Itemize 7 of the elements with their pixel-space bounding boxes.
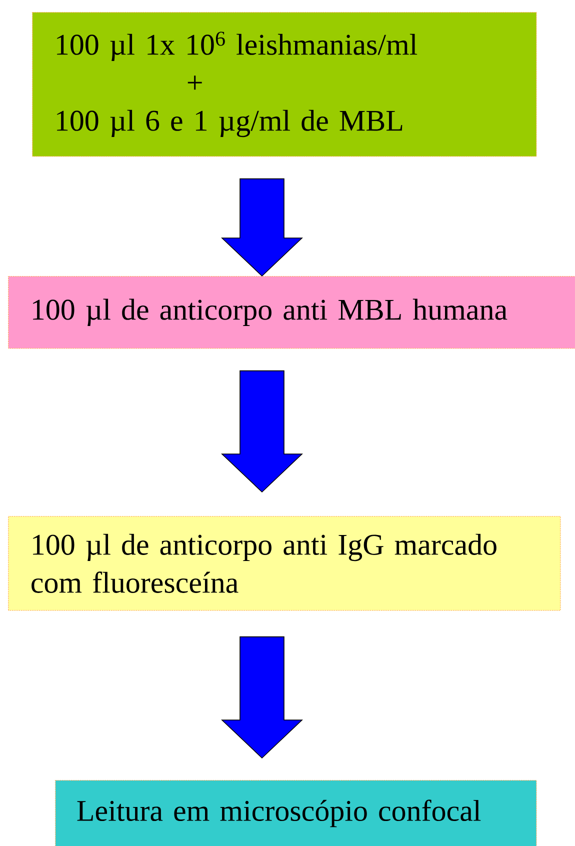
step-box: Leitura em microscópio confocal: [55, 780, 537, 846]
block-arrow: [221, 636, 303, 759]
step-box: 100 µl de anticorpo anti MBL humana: [8, 276, 575, 349]
block-arrow: [221, 370, 303, 493]
step-box: 100 µl de anticorpo anti IgG marcado com fluoresceína: [8, 516, 561, 611]
step-box: 100 µl 1x 10$^{6}$ leishmanias/ml + 100 µl 6 e 1 µg/ml de MBL: [32, 12, 537, 157]
block-arrow: [221, 178, 303, 277]
